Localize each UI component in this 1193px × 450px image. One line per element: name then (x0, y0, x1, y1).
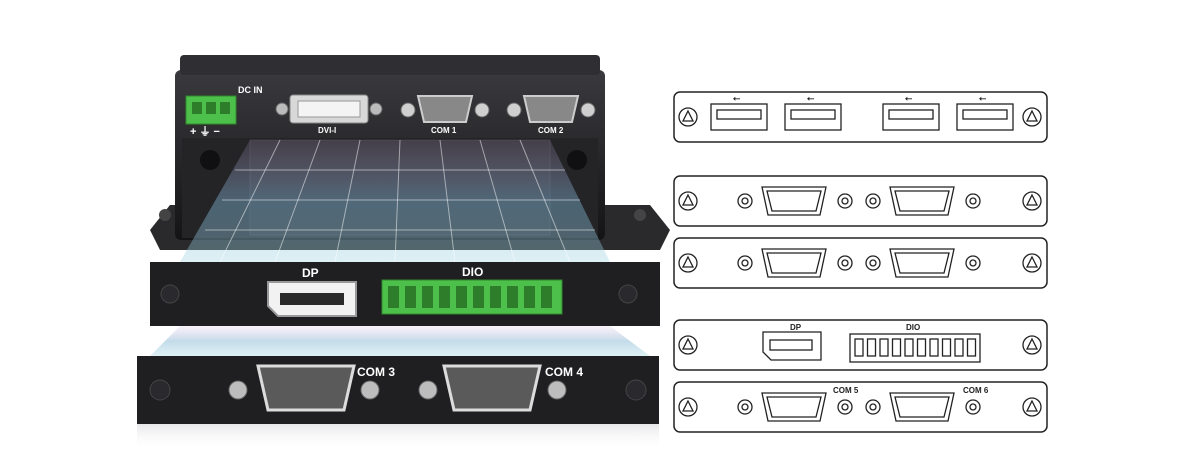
com1-port (400, 95, 490, 123)
dio-pins (388, 286, 552, 308)
dio-pin (405, 286, 416, 308)
dio-pin (541, 286, 552, 308)
com4-label: COM 4 (545, 365, 583, 379)
dio-label: DIO (462, 265, 483, 279)
com3-com4-module (137, 356, 659, 424)
com3-label: COM 3 (357, 365, 395, 379)
floor-reflection (137, 424, 659, 450)
dio-pin (388, 286, 399, 308)
com2-port (506, 95, 596, 123)
dio-pin (456, 286, 467, 308)
dio-pin (473, 286, 484, 308)
dc-in-label: DC IN (238, 85, 263, 95)
dvi-port (275, 94, 383, 124)
dvi-label: DVI-I (318, 126, 336, 135)
dio-pin (439, 286, 450, 308)
dp-label: DP (302, 266, 319, 280)
light-beam (150, 139, 650, 356)
dio-pin (524, 286, 535, 308)
com2-label: COM 2 (538, 126, 564, 135)
dio-pin (422, 286, 433, 308)
dio-pin (507, 286, 518, 308)
dp-dio-module (150, 262, 660, 326)
dio-pin (490, 286, 501, 308)
power-symbols: + ⏚ − (190, 125, 220, 138)
com1-label: COM 1 (431, 126, 457, 135)
dc-in-terminal (185, 95, 237, 125)
